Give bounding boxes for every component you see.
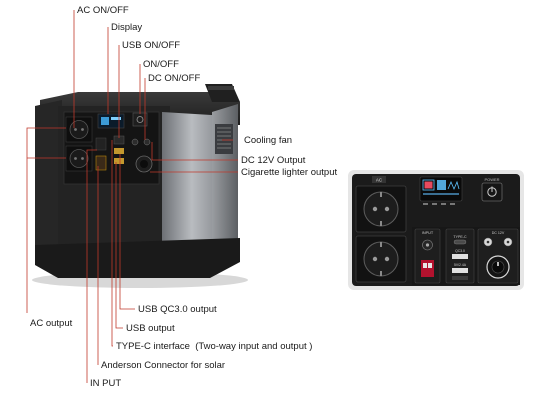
closeup-input-port-pin (425, 243, 430, 247)
closeup-usb-port (452, 268, 468, 273)
leader-lines (26, 10, 238, 383)
device-base (35, 238, 240, 278)
label-cigarette-lighter: Cigarette lighter output (241, 167, 338, 178)
closeup-input-tag: INPUT (422, 231, 434, 235)
closeup-anderson-pin-a (423, 263, 427, 268)
label-usb-output: USB output (126, 323, 175, 334)
device-left-bumper (35, 100, 62, 270)
device-side-shell (162, 112, 228, 262)
closeup-typec-tag: TYPE-C (453, 235, 467, 239)
leader-input (86, 149, 97, 383)
leader-dc-12v (151, 142, 238, 161)
closeup-button-mark-2 (432, 203, 437, 205)
closeup-ac-socket-bottom (355, 235, 407, 283)
cooling-fan-vent (215, 124, 233, 154)
panel-closeup: AC POWER (348, 170, 524, 290)
device-anderson-port (95, 155, 107, 171)
device-dc-port-a (131, 138, 139, 146)
closeup-usb-tag: 5V/2.4A (454, 263, 467, 267)
closeup-ac-tag: AC (376, 178, 383, 183)
device-qc-port (114, 148, 124, 154)
leader-usb-output (115, 162, 123, 329)
closeup-battery-icon (422, 179, 435, 191)
label-display: Display (111, 22, 143, 33)
closeup-power-tag: POWER (484, 177, 499, 182)
closeup-dc-port-a-core (486, 240, 490, 244)
closeup-qc-tag: QC3.0 (455, 249, 465, 253)
leader-ac-output-top (26, 127, 66, 313)
closeup-dc-tag: DC 12V (492, 231, 505, 235)
label-cooling-fan: Cooling fan (244, 135, 293, 146)
label-type-c: TYPE-C interface (Two-way input and outp… (116, 341, 313, 352)
label-anderson: Anderson Connector for solar (101, 360, 226, 371)
closeup-anderson-port (421, 260, 434, 277)
closeup-button-mark-4 (450, 203, 455, 205)
closeup-ac-tag-bg (372, 176, 386, 183)
power-station-device (32, 84, 248, 288)
closeup-display-status-bar (423, 193, 459, 195)
closeup-battery-fill (424, 181, 433, 189)
device-display-readout (111, 117, 121, 120)
closeup-typec-port (453, 239, 467, 245)
device-cigarette-socket-core (140, 160, 148, 168)
closeup-dc-port-b-core (506, 240, 510, 244)
device-dc-port-b (143, 138, 151, 146)
label-ac-output: AC output (30, 318, 73, 329)
device-usb-port (114, 158, 124, 164)
closeup-cigarette-pin (497, 262, 499, 266)
label-ac-on-off: AC ON/OFF (77, 5, 129, 16)
device-display-battery (101, 117, 109, 125)
label-input: IN PUT (90, 378, 122, 389)
closeup-qc-port (452, 254, 468, 259)
closeup-anderson-pin-b (428, 263, 432, 268)
closeup-wave-icon (447, 180, 460, 191)
closeup-button-mark-1 (423, 203, 428, 205)
device-input-port (95, 137, 107, 151)
closeup-ac-socket-top (355, 185, 407, 233)
handle-grip (208, 86, 234, 90)
label-usb-on-off: USB ON/OFF (122, 40, 181, 51)
leader-type-c (111, 140, 113, 347)
closeup-usb-port-2 (452, 276, 468, 280)
label-on-off: ON/OFF (143, 59, 179, 70)
label-dc-12v-output: DC 12V Output (241, 155, 306, 166)
device-power-icon (136, 116, 144, 123)
device-ac-socket-bottom (65, 145, 93, 172)
closeup-button-mark-3 (441, 203, 446, 205)
closeup-cigarette-socket-core (491, 260, 505, 274)
leader-usb-qc (119, 154, 135, 310)
label-usb-qc30: USB QC3.0 output (138, 304, 217, 315)
closeup-display-digits (437, 180, 446, 190)
device-ac-socket-top (65, 116, 93, 143)
label-dc-on-off: DC ON/OFF (148, 73, 201, 84)
